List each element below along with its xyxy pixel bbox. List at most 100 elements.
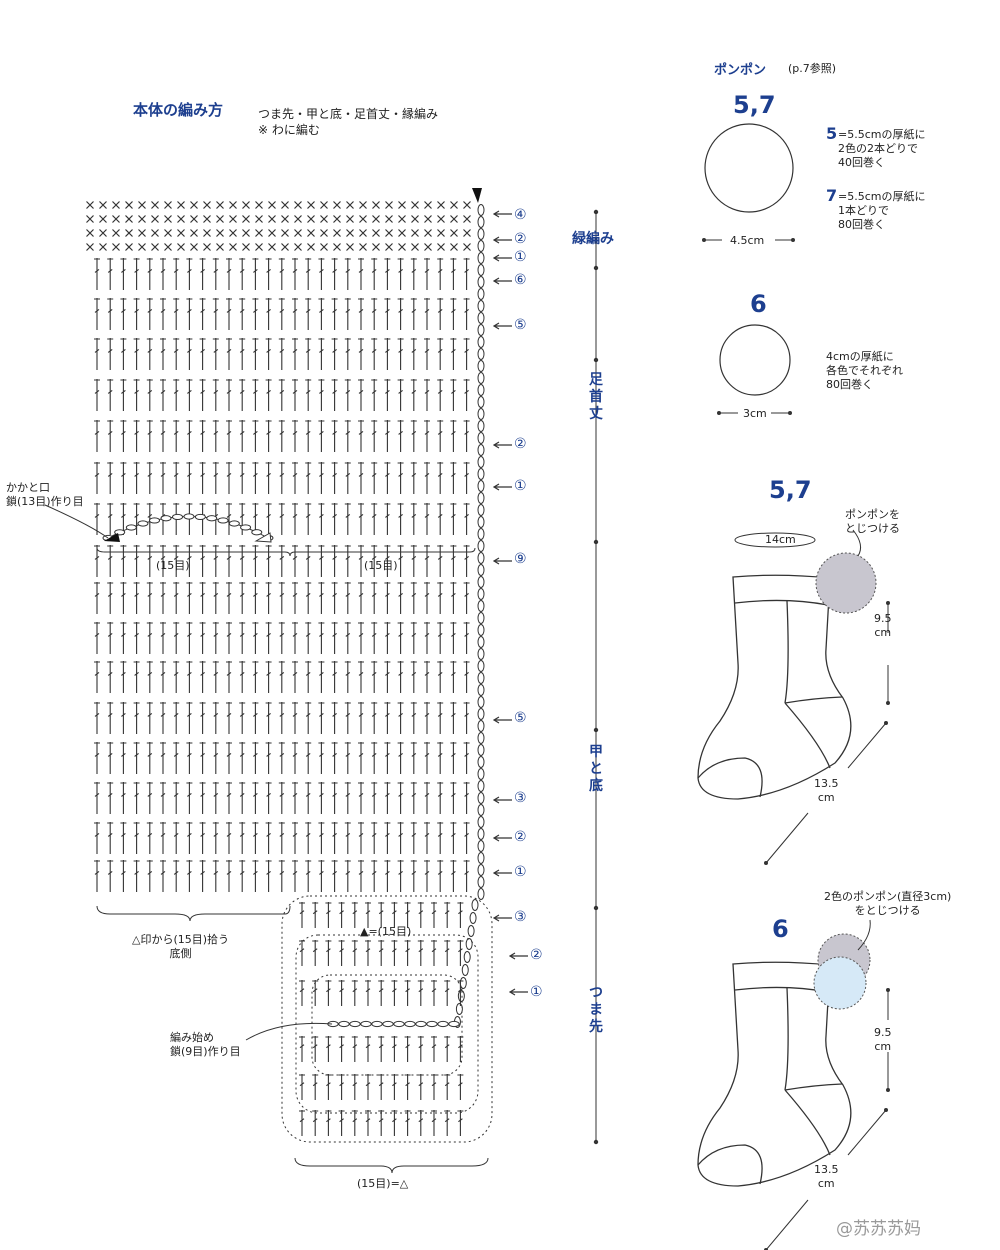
dc-stitch <box>365 1036 371 1062</box>
dc-stitch <box>397 822 404 854</box>
sc-stitch <box>320 229 328 237</box>
dc-stitch <box>397 782 404 814</box>
dc-stitch <box>107 503 114 535</box>
sc-stitch <box>294 243 302 251</box>
dc-stitch <box>252 622 259 654</box>
dc-stitch <box>424 860 430 892</box>
dc-stitch <box>212 742 219 774</box>
dc-stitch <box>120 545 127 577</box>
dc-stitch <box>331 622 338 654</box>
sc-stitch <box>333 201 341 209</box>
dc-stitch <box>94 860 100 892</box>
row-arrow <box>492 210 512 218</box>
dc-stitch <box>173 462 180 494</box>
sc-stitch <box>359 215 367 223</box>
dc-stitch <box>463 379 470 411</box>
dc-stitch <box>331 661 338 693</box>
dc-stitch <box>312 902 319 928</box>
sock-outline <box>697 961 852 1187</box>
chain-stitch <box>469 912 477 924</box>
dc-stitch <box>371 661 378 693</box>
sc-stitch <box>346 243 354 251</box>
dc-stitch <box>186 860 193 892</box>
sc-stitch <box>320 243 328 251</box>
sc-stitch <box>411 243 419 251</box>
dc-stitch <box>160 379 166 411</box>
pompom-size6-label: 6 <box>750 290 767 318</box>
dc-stitch <box>199 742 206 774</box>
dc-stitch <box>305 420 312 452</box>
dc-stitch <box>312 940 319 966</box>
heel-chain <box>172 513 184 521</box>
dc-stitch <box>226 622 232 654</box>
chain-stitch <box>477 888 485 900</box>
dc-stitch <box>239 860 246 892</box>
dc-stitch <box>444 940 451 966</box>
dc-stitch <box>252 338 259 370</box>
chain-stitch <box>477 468 485 480</box>
dc-stitch <box>160 782 166 814</box>
dc-stitch <box>160 338 166 370</box>
sc-stitch <box>450 243 458 251</box>
sc-stitch <box>138 215 146 223</box>
dc-stitch <box>391 1110 398 1136</box>
dc-stitch <box>278 298 285 330</box>
dc-stitch <box>410 338 417 370</box>
chain-stitch <box>477 204 485 216</box>
dc-stitch <box>199 822 206 854</box>
dc-stitch <box>358 860 364 892</box>
dc-stitch <box>384 661 391 693</box>
sc-stitch <box>203 215 211 223</box>
dc-stitch <box>358 379 364 411</box>
dc-stitch <box>371 379 378 411</box>
sock57-pompom-note: ポンポンを とじつける <box>845 508 900 535</box>
dc-stitch <box>371 338 378 370</box>
dc-stitch <box>265 702 272 734</box>
dc-stitch <box>226 503 232 535</box>
dc-stitch <box>146 379 153 411</box>
dc-stitch <box>265 661 272 693</box>
sc-stitch <box>112 215 120 223</box>
dimension-dot <box>884 1108 888 1112</box>
row-arrow <box>492 236 512 244</box>
dc-stitch <box>371 742 378 774</box>
dc-stitch <box>278 860 285 892</box>
dc-stitch <box>410 298 417 330</box>
dc-stitch <box>331 420 338 452</box>
row-arrow <box>508 952 528 960</box>
dc-stitch <box>226 462 232 494</box>
sc-stitch <box>307 215 315 223</box>
chain-stitch <box>477 516 485 528</box>
sc-stitch <box>99 229 107 237</box>
dc-stitch <box>344 860 351 892</box>
dc-stitch <box>463 298 470 330</box>
chain-stitch <box>477 672 485 684</box>
sock-outline <box>784 696 843 704</box>
dc-stitch <box>404 1110 411 1136</box>
dc-stitch <box>173 782 180 814</box>
chain-stitch <box>465 938 473 950</box>
dc-stitch <box>318 661 325 693</box>
start-chain <box>426 1020 438 1028</box>
dc-stitch <box>318 545 325 577</box>
dc-stitch <box>424 338 430 370</box>
dc-stitch <box>444 1036 451 1062</box>
chain-stitch <box>477 288 485 300</box>
dc-stitch <box>94 503 100 535</box>
dc-stitch <box>146 661 153 693</box>
dc-stitch <box>299 1110 305 1136</box>
dc-stitch <box>94 742 100 774</box>
sock6-length: 13.5 cm <box>814 1163 839 1190</box>
start-chain <box>393 1020 405 1028</box>
dc-stitch <box>318 420 325 452</box>
pickup-brace <box>96 905 291 922</box>
dc-stitch <box>378 1036 385 1062</box>
start-chain <box>415 1020 427 1028</box>
dc-stitch <box>299 902 305 928</box>
dc-stitch <box>457 940 464 966</box>
dc-stitch <box>450 582 457 614</box>
dc-stitch <box>252 782 259 814</box>
sc-stitch <box>203 229 211 237</box>
pickup-note: △印から(15目)拾う 底側 <box>132 933 230 960</box>
chain-stitch <box>477 312 485 324</box>
